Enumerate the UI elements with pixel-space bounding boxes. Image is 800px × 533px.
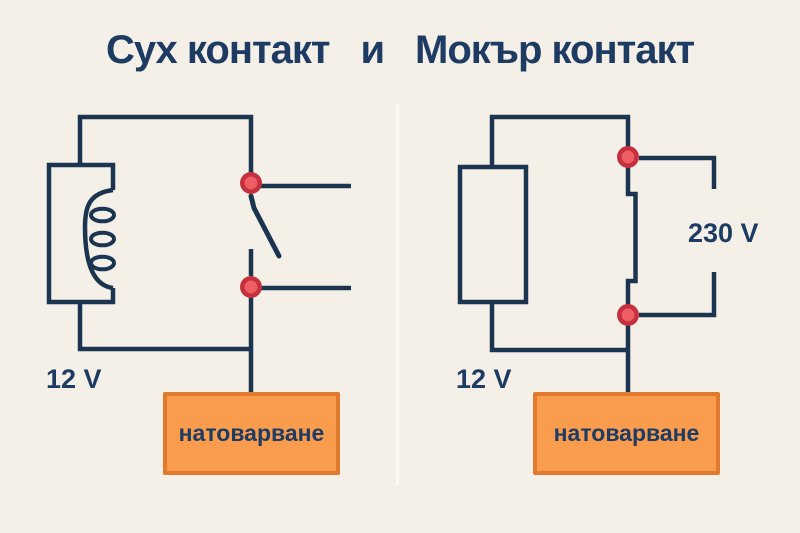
dry-contact-circuit [46,114,351,394]
wire-bottom-right [489,301,628,353]
coil-icon [82,187,116,291]
title-wet-contact: Мокър контакт [415,28,695,72]
wire-top-right [489,114,631,168]
relay-coil-box [46,162,116,305]
panel-divider [396,104,399,486]
wire-bottom-left [77,301,251,352]
switch-blade-closed [625,165,638,308]
page-title: Сух контакт и Мокър контакт [0,28,800,73]
coil-loop-3 [89,254,116,272]
title-conjunction: и [360,28,385,72]
wire-top-left [77,114,254,177]
contact-dot-bottom-right [617,304,639,326]
contact-dot-top-left [240,172,262,194]
voltage-label-right: 12 V [456,364,512,394]
load-box-left: натоварване [163,392,340,475]
contact-dot-bottom-left [240,276,262,298]
coil-loop-1 [89,206,116,224]
voltage-label-left: 12 V [46,364,102,394]
coil-bulge [82,187,114,291]
voltage-bracket-bottom [639,272,717,318]
wet-contact-circuit [457,114,717,394]
voltage-bracket-top [639,155,717,189]
output-voltage-label: 230 V [688,218,759,248]
load-box-right: натоварване [533,392,720,475]
load-label-left: натоварване [178,420,325,446]
coil-loop-2 [89,230,116,248]
contact-dot-top-right [617,146,639,168]
relay-box [457,164,529,305]
load-label-right: натоварване [553,420,700,446]
title-dry-contact: Сух контакт [105,28,331,72]
switch-arm-open [248,193,282,259]
